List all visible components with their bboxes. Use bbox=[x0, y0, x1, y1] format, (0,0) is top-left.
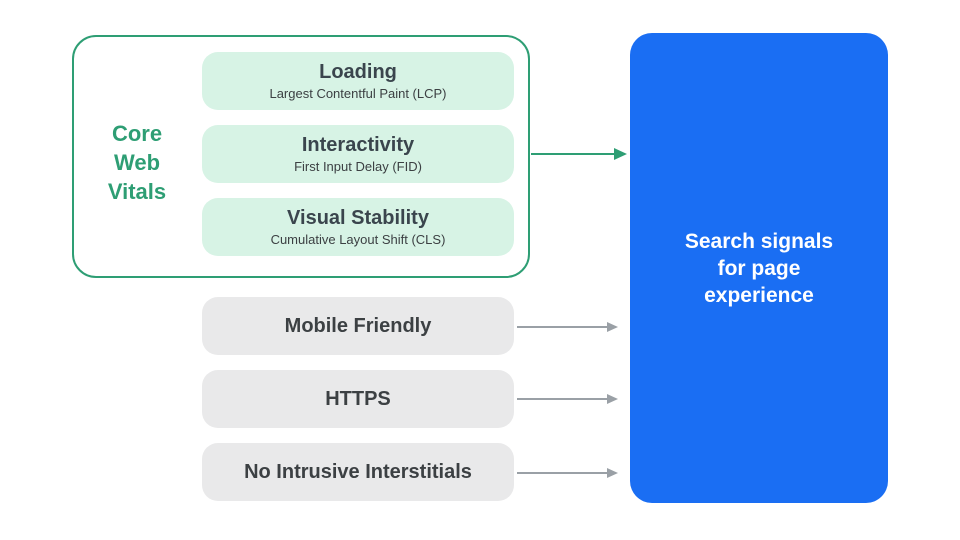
vital-card-interactivity: Interactivity First Input Delay (FID) bbox=[202, 125, 514, 183]
arrow-mobile-friendly-to-search-signals-icon bbox=[517, 322, 618, 332]
vital-title: Loading bbox=[319, 60, 397, 83]
arrow-no-intrusive-interstitials-to-search-signals-icon bbox=[517, 468, 618, 478]
vital-card-loading: Loading Largest Contentful Paint (LCP) bbox=[202, 52, 514, 110]
signal-card-no-intrusive-interstitials: No Intrusive Interstitials bbox=[202, 443, 514, 501]
core-web-vitals-label: Core Web Vitals bbox=[107, 121, 167, 204]
vital-subtitle: Cumulative Layout Shift (CLS) bbox=[270, 231, 446, 247]
arrow-https-to-search-signals-icon bbox=[517, 394, 618, 404]
arrow-core-web-vitals-to-search-signals-icon bbox=[531, 148, 627, 160]
search-signals-label: Search signals for page experience bbox=[684, 229, 834, 307]
vital-subtitle: First Input Delay (FID) bbox=[294, 158, 422, 174]
search-signals-box: Search signals for page experience bbox=[630, 33, 888, 503]
signal-label: Mobile Friendly bbox=[284, 314, 432, 337]
vital-subtitle: Largest Contentful Paint (LCP) bbox=[269, 85, 447, 101]
vital-title: Visual Stability bbox=[287, 206, 429, 229]
signal-card-https: HTTPS bbox=[202, 370, 514, 428]
signal-card-mobile-friendly: Mobile Friendly bbox=[202, 297, 514, 355]
vital-title: Interactivity bbox=[301, 133, 415, 156]
signal-label: HTTPS bbox=[325, 387, 391, 410]
signal-label: No Intrusive Interstitials bbox=[244, 460, 472, 483]
vital-card-visual-stability: Visual Stability Cumulative Layout Shift… bbox=[202, 198, 514, 256]
